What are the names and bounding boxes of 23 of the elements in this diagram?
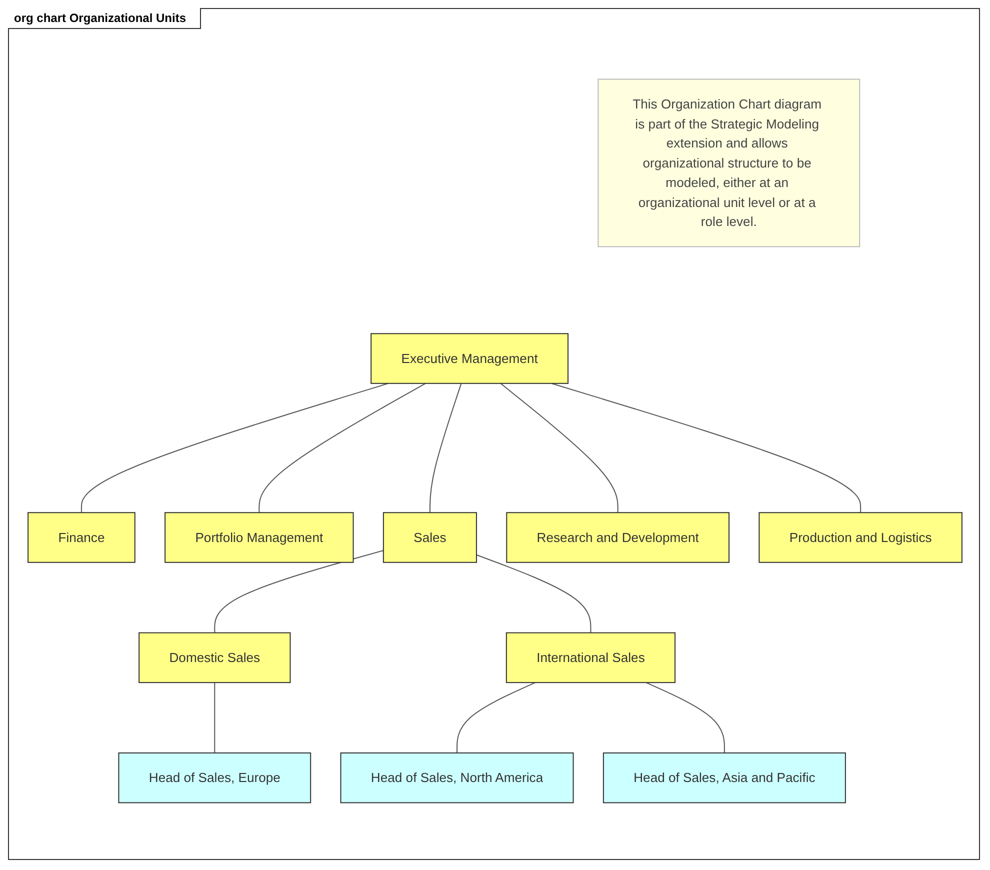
node-box: Head of Sales, Asia and Pacific bbox=[602, 752, 846, 804]
node-box: Research and Development bbox=[506, 512, 730, 563]
node-box: Finance bbox=[28, 512, 136, 563]
connector bbox=[80, 382, 388, 513]
connector bbox=[429, 383, 462, 513]
node-box: Production and Logistics bbox=[758, 512, 962, 563]
node-box: Portfolio Management bbox=[164, 512, 354, 563]
connector bbox=[551, 382, 862, 513]
connector bbox=[214, 550, 384, 633]
connector bbox=[258, 382, 426, 513]
node-box: Executive Management bbox=[370, 333, 569, 384]
connector bbox=[456, 682, 536, 753]
frame-title: org chart Organizational Units bbox=[8, 8, 202, 29]
node-box: Head of Sales, North America bbox=[340, 752, 574, 804]
connector bbox=[500, 383, 618, 513]
connector bbox=[646, 682, 725, 753]
connector bbox=[476, 554, 592, 633]
connector bbox=[214, 682, 216, 753]
node-box: Head of Sales, Europe bbox=[118, 752, 312, 804]
node-box: International Sales bbox=[506, 632, 676, 684]
node-box: Sales bbox=[382, 512, 477, 563]
node-box: Domestic Sales bbox=[138, 632, 291, 684]
node-box: This Organization Chart diagram is part of the Strategic Modeling extension and allows organizational structure to be modeled, either at an organizational unit level or at a role level. bbox=[598, 78, 860, 248]
